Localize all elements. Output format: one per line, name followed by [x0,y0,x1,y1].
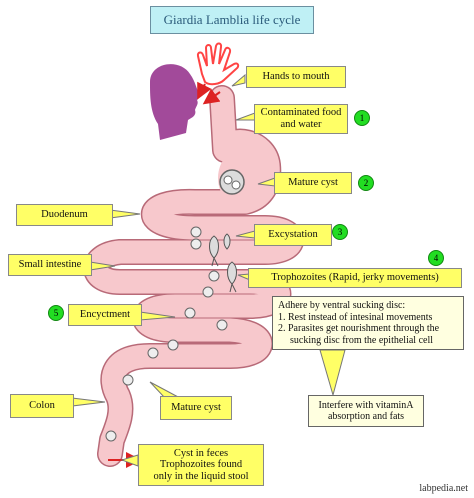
step-badge-4: 4 [428,250,444,266]
note-line: Interfere with vitaminA [318,399,414,411]
step-badge-3: 3 [332,224,348,240]
note-line: Adhere by ventral sucking disc: [278,300,406,311]
label-cyst-in-feces: Cyst in feces Trophozoites found only in… [138,444,264,486]
label-text: Colon [29,400,55,412]
note-line: 1. Rest instead of intesinal movements [278,311,433,323]
label-text: Small intestine [18,259,82,271]
cyst-icon [219,169,245,195]
label-excystation: Excystation [254,224,332,246]
label-text: Hands to mouth [262,71,330,83]
label-colon: Colon [10,394,74,418]
label-text: only in the liquid stool [153,470,249,482]
label-contaminated-food: Contaminated food and water [254,104,348,134]
arrow-icon [197,81,212,100]
label-text: Excystation [268,229,318,241]
label-text: Encyctment [79,309,131,321]
note-line: sucking disc from the epithelial cell [290,334,434,346]
footer-credit: labpedia.net [419,483,468,494]
step-badge-1: 1 [354,110,370,126]
cyst-icon [105,226,228,442]
label-text: Trophozoites found [159,459,243,471]
label-encyctment: Encyctment [68,304,142,326]
step-badge-5: 5 [48,305,64,321]
label-text: Mature cyst [288,177,338,189]
head-icon [150,64,201,140]
note-line: absorption and fats [327,411,405,422]
trophozoite-icon [209,233,237,293]
label-text: Duodenum [41,209,88,221]
label-text: and water [280,119,322,130]
label-hands-to-mouth: Hands to mouth [246,66,346,88]
step-badge-2: 2 [358,175,374,191]
callout-pointers [71,73,346,467]
label-text: Trophozoites (Rapid, jerky movements) [271,272,439,284]
label-mature-cyst-top: Mature cyst [274,172,352,194]
arrow-icon [202,88,221,105]
note-line: 2. Parasites get nourishment through the [278,323,440,334]
label-duodenum: Duodenum [16,204,113,226]
label-text: Mature cyst [171,402,221,414]
hand-icon [196,42,240,86]
label-trophozoites: Trophozoites (Rapid, jerky movements) [248,268,462,288]
label-small-intestine: Small intestine [8,254,92,276]
adhere-note: Adhere by ventral sucking disc: 1. Rest … [272,296,464,350]
interfere-note: Interfere with vitaminA absorption and f… [308,395,424,427]
diagram-title: Giardia Lamblia life cycle [150,6,314,34]
label-text: Cyst in feces [173,447,229,459]
label-mature-cyst-bottom: Mature cyst [160,396,232,420]
label-text: Contaminated food [260,107,342,119]
